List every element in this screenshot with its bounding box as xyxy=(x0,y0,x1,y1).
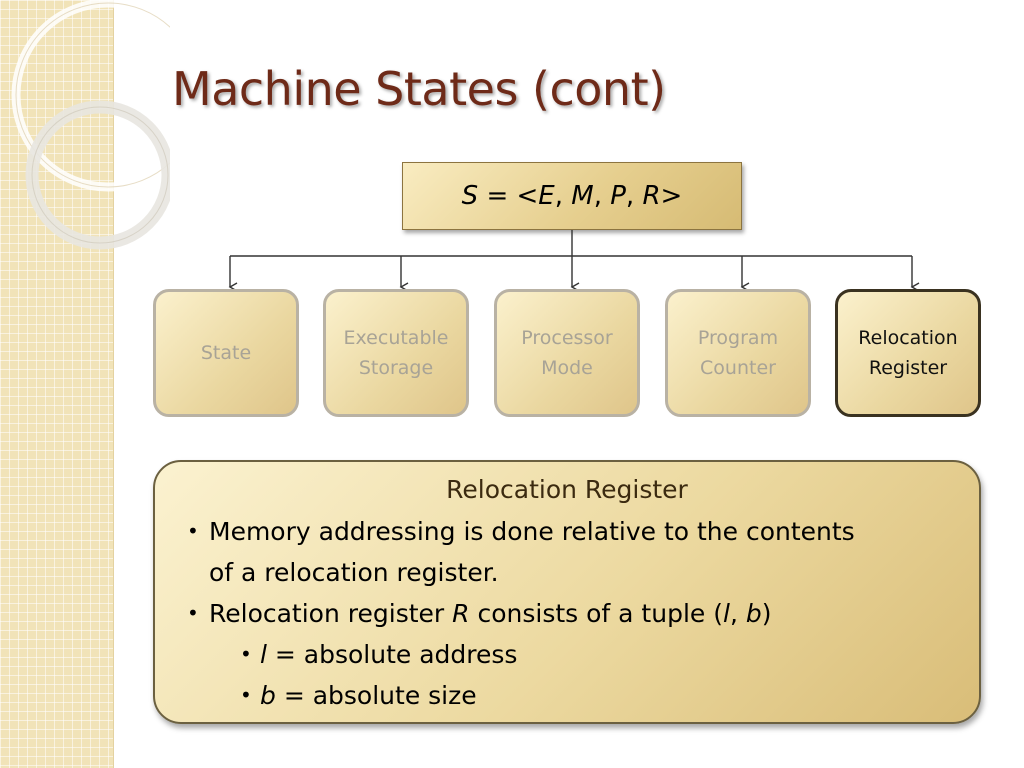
child-label-line2: Counter xyxy=(700,357,776,379)
child-label-line1: Executable xyxy=(343,327,449,349)
sub-bullet-1-text: = absolute address xyxy=(266,640,518,669)
slide-title: Machine States (cont) xyxy=(172,62,666,116)
child-label-line2: Mode xyxy=(541,357,593,379)
detail-heading: Relocation Register xyxy=(446,475,688,504)
child-label-line1: Relocation xyxy=(858,327,958,349)
bullet-2-text-a: Relocation register xyxy=(209,599,453,628)
formula-s: S xyxy=(461,181,479,211)
bullet-2-close: ) xyxy=(761,599,772,628)
formula-r: R xyxy=(642,181,661,211)
child-label: State xyxy=(200,342,252,364)
bullet-1-line-2: of a relocation register. xyxy=(209,558,499,587)
formula-close: > xyxy=(660,181,683,211)
child-label-line1: Processor xyxy=(521,327,613,349)
bullet-2-text-b: consists of a tuple ( xyxy=(469,599,723,628)
sub-bullet-1: • l = absolute address xyxy=(240,634,518,675)
formula-comma-1: , xyxy=(554,181,572,211)
bullet-2: • Relocation register R consists of a tu… xyxy=(187,593,772,634)
child-label-line1: Program xyxy=(697,327,779,349)
bullet-2-var-r: R xyxy=(452,599,470,628)
bullet-1-continued: of a relocation register. xyxy=(209,552,499,593)
bullet-1: • Memory addressing is done relative to … xyxy=(187,511,855,552)
root-node-formula: S = <E, M, P, R> xyxy=(402,162,742,230)
bullet-2-comma: , xyxy=(729,599,746,628)
bullet-dot: • xyxy=(240,683,252,707)
sub-bullet-1-var: l xyxy=(260,640,267,669)
formula-m: M xyxy=(571,181,594,211)
formula-p: P xyxy=(610,181,626,211)
formula-e: E xyxy=(538,181,555,211)
bullet-dot: • xyxy=(187,601,199,625)
detail-panel: Relocation Register • Memory addressing … xyxy=(153,460,981,724)
sub-bullet-2-text: = absolute size xyxy=(275,681,477,710)
formula-comma-3: , xyxy=(625,181,643,211)
bullet-2-var-b: b xyxy=(745,599,762,628)
child-label-line2: Register xyxy=(868,357,948,379)
child-label-line2: Storage xyxy=(358,357,434,379)
bullet-dot: • xyxy=(240,642,252,666)
bullet-1-line-1: Memory addressing is done relative to th… xyxy=(209,517,855,546)
tree-connectors xyxy=(228,230,920,292)
sub-bullet-2-var: b xyxy=(260,681,276,710)
formula-eq: = < xyxy=(478,181,539,211)
bullet-2-var-l: l xyxy=(722,599,730,628)
formula-comma-2: , xyxy=(593,181,611,211)
decorative-circles xyxy=(11,0,170,250)
child-node-state: State xyxy=(153,289,299,417)
sub-bullet-2: • b = absolute size xyxy=(240,675,477,716)
bullet-dot: • xyxy=(187,519,199,543)
